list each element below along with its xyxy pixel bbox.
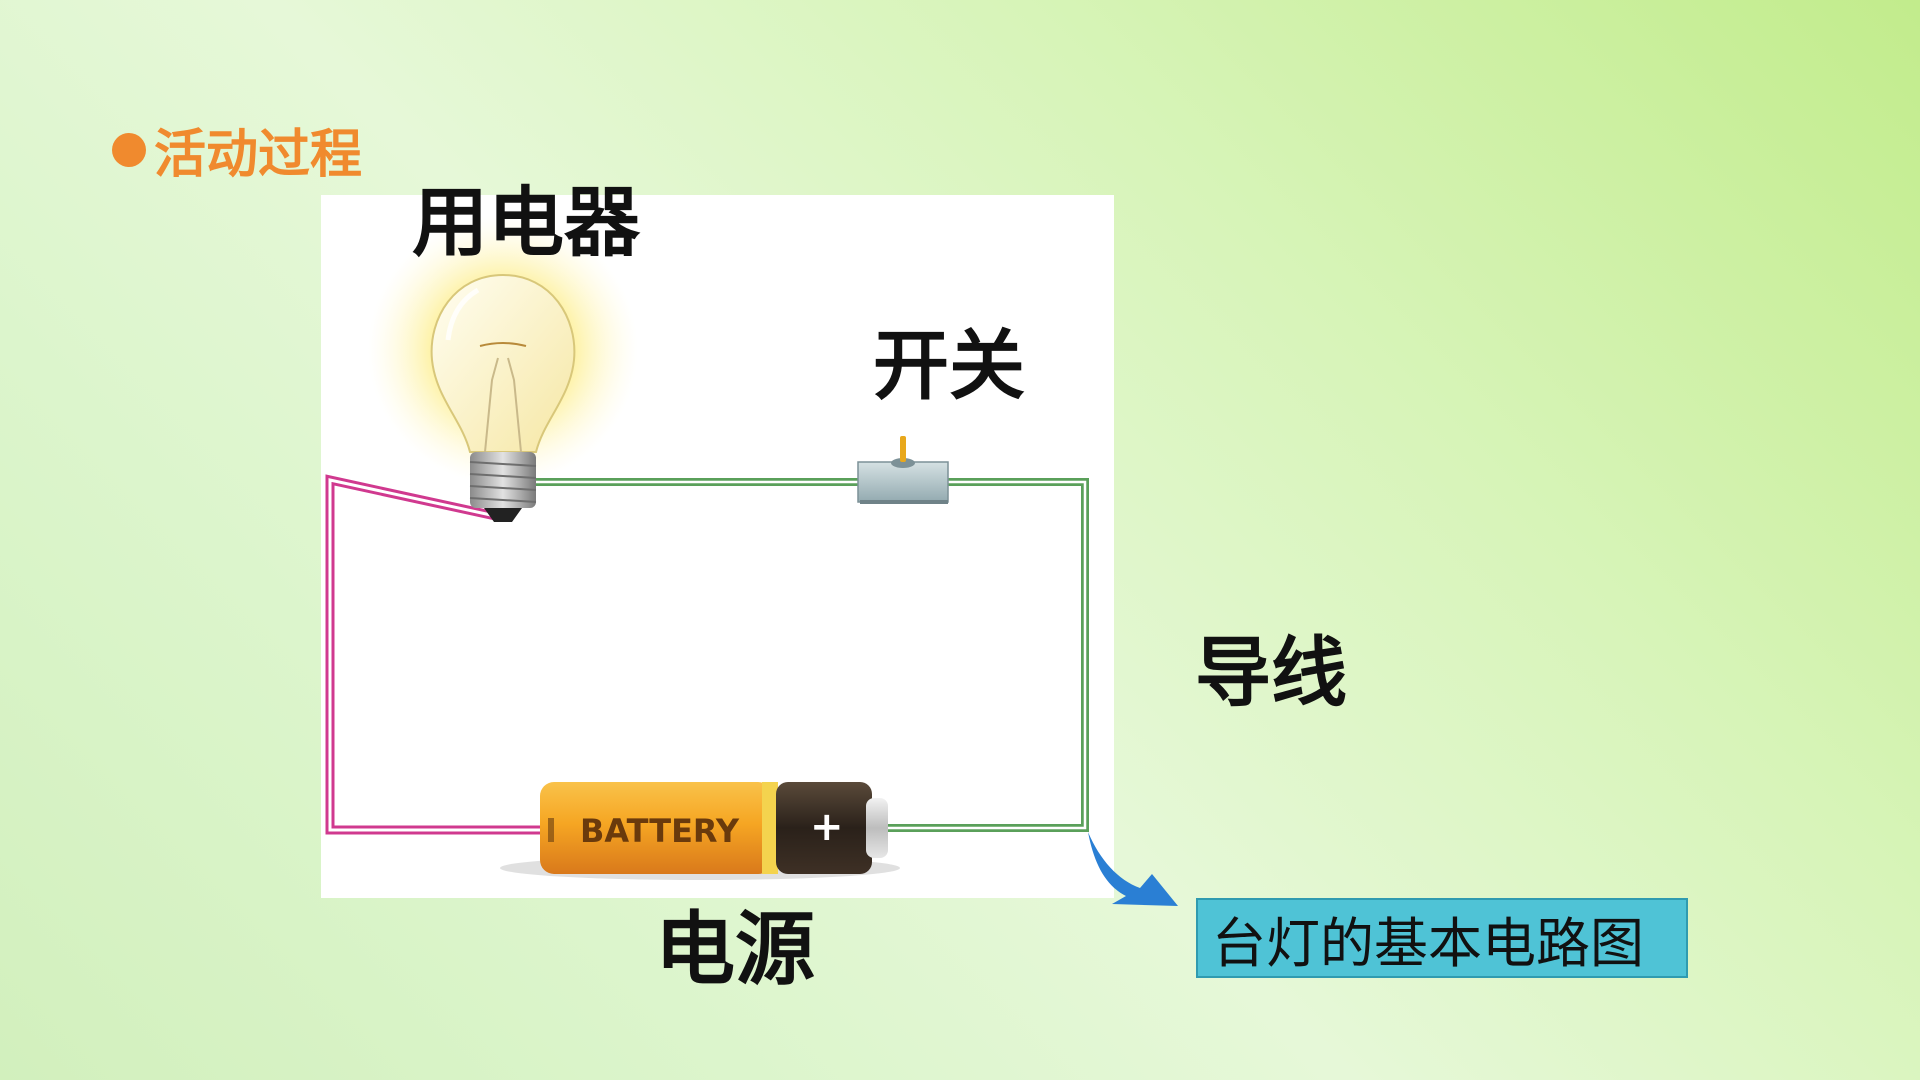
switch-icon	[857, 436, 949, 504]
label-switch: 开关	[873, 321, 1025, 410]
battery-label: BATTERY	[580, 812, 740, 850]
slide-title: 活动过程	[112, 112, 362, 187]
bullet-icon	[112, 132, 146, 167]
caption-box: 台灯的基本电路图	[1196, 898, 1688, 978]
caption-text: 台灯的基本电路图	[1212, 911, 1644, 975]
light-bulb-icon	[368, 215, 638, 522]
wire-green	[530, 478, 1089, 832]
battery-plus-symbol: +	[810, 804, 844, 850]
pointer-arrow-icon	[1088, 832, 1178, 906]
slide-title-text: 活动过程	[154, 125, 363, 185]
label-wire: 导线	[1195, 628, 1347, 717]
label-appliance: 用电器	[412, 178, 640, 267]
battery-icon: BATTERY +	[500, 782, 900, 880]
label-power-source: 电源	[655, 903, 815, 996]
wire-magenta	[325, 474, 540, 835]
